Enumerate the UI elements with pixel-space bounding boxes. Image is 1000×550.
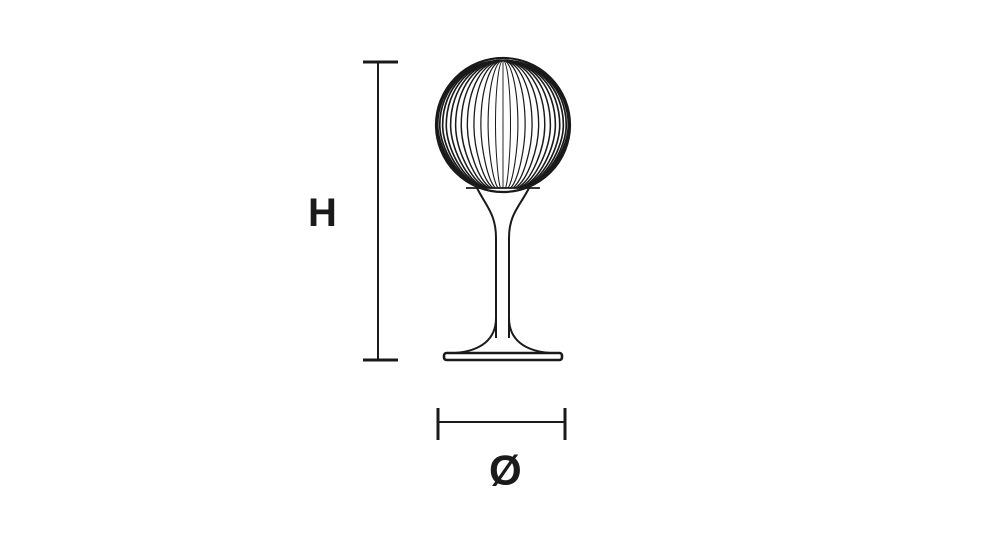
shade-rib: [502, 59, 561, 189]
shade-rib: [494, 59, 504, 189]
neck-right-curve: [508, 187, 530, 338]
neck-left-curve: [476, 187, 497, 338]
lamp-shade-group: [434, 56, 572, 194]
shade-rib: [502, 59, 570, 189]
shade-rib: [502, 59, 552, 189]
height-dimension-label: H: [308, 191, 337, 235]
base-flare-left: [454, 317, 497, 354]
shade-rib: [480, 59, 504, 189]
shade-rib: [487, 59, 504, 189]
shade-rib: [502, 59, 557, 189]
shade-rib-lines: [436, 59, 570, 189]
base-plate: [442, 351, 564, 362]
shade-rib: [449, 59, 504, 189]
shade-rib: [460, 59, 504, 189]
height-dimension-line: [363, 60, 398, 362]
lamp-stem-group: [476, 187, 530, 338]
shade-rib: [473, 59, 504, 189]
lamp-base-group: [442, 317, 564, 362]
shade-rib: [502, 59, 533, 189]
shade-rib: [502, 59, 540, 189]
shade-rib: [466, 59, 504, 189]
diameter-dimension-label: Ø: [489, 447, 522, 494]
diameter-dimension-line: [436, 408, 567, 440]
shade-rib: [502, 59, 526, 189]
shade-rib: [502, 59, 546, 189]
shade-rib: [454, 59, 504, 189]
shade-rib: [502, 59, 519, 189]
shade-rib: [502, 59, 512, 189]
base-flare-right: [508, 317, 551, 354]
